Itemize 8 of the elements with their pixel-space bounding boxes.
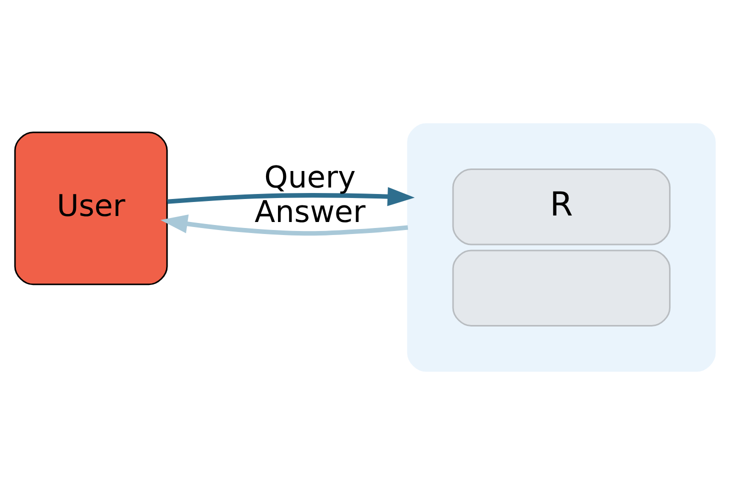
node-box: User bbox=[14, 131, 168, 285]
arrow bbox=[160, 214, 408, 236]
edge-label: Answer bbox=[254, 194, 366, 230]
node-box: R bbox=[452, 168, 671, 245]
cluster bbox=[407, 122, 716, 372]
arrow bbox=[167, 186, 415, 206]
edge-label: Query bbox=[264, 160, 356, 195]
node-box bbox=[452, 249, 671, 326]
